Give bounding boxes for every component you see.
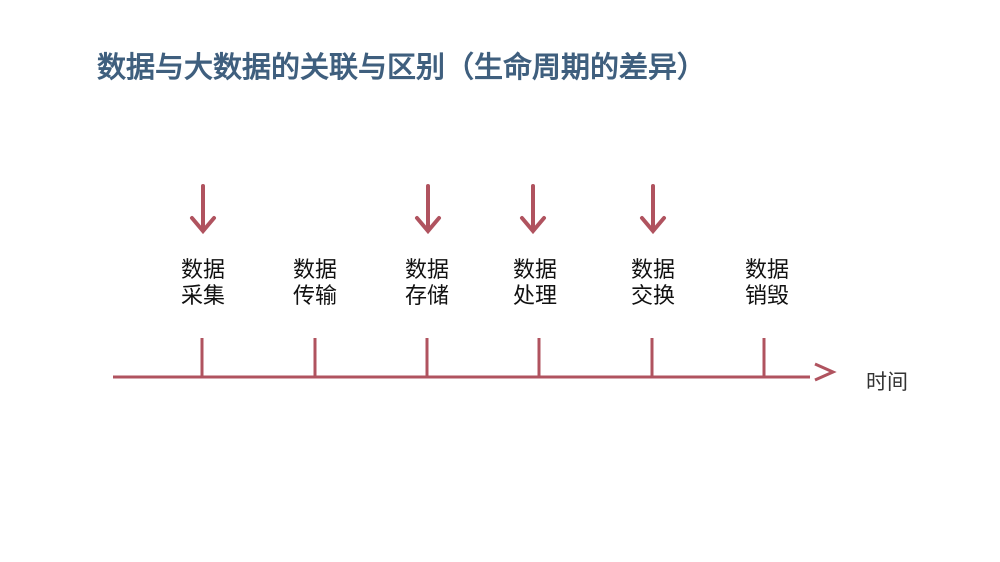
page-title: 数据与大数据的关联与区别（生命周期的差异） <box>97 50 707 84</box>
stage-label-line1: 数据 <box>630 258 675 283</box>
stage-label-storage: 数据 存储 <box>387 258 467 310</box>
down-arrow-icon <box>640 184 666 235</box>
stage-label-line1: 数据 <box>180 258 225 283</box>
down-arrow-icon <box>520 184 546 235</box>
stage-label-line2: 销毁 <box>744 284 789 309</box>
stage-label-processing: 数据 处理 <box>495 258 575 310</box>
stage-label-line2: 处理 <box>512 284 557 309</box>
stage-label-line1: 数据 <box>744 258 789 283</box>
stage-label-exchange: 数据 交换 <box>613 258 693 310</box>
stage-label-destruction: 数据 销毁 <box>727 258 807 310</box>
down-arrow-icon <box>190 184 216 235</box>
stage-label-line2: 交换 <box>630 284 675 309</box>
stage-label-line1: 数据 <box>404 258 449 283</box>
stage-label-line1: 数据 <box>512 258 557 283</box>
stage-label-line2: 传输 <box>292 284 337 309</box>
stage-label-line2: 采集 <box>180 284 225 309</box>
down-arrow-icon <box>415 184 441 235</box>
stage-label-line1: 数据 <box>292 258 337 283</box>
stage-label-transmission: 数据 传输 <box>275 258 355 310</box>
stage-label-line2: 存储 <box>404 284 449 309</box>
stage-label-collection: 数据 采集 <box>163 258 243 310</box>
timeline-arrowhead-icon <box>814 362 837 382</box>
axis-label-time: 时间 <box>866 370 908 394</box>
